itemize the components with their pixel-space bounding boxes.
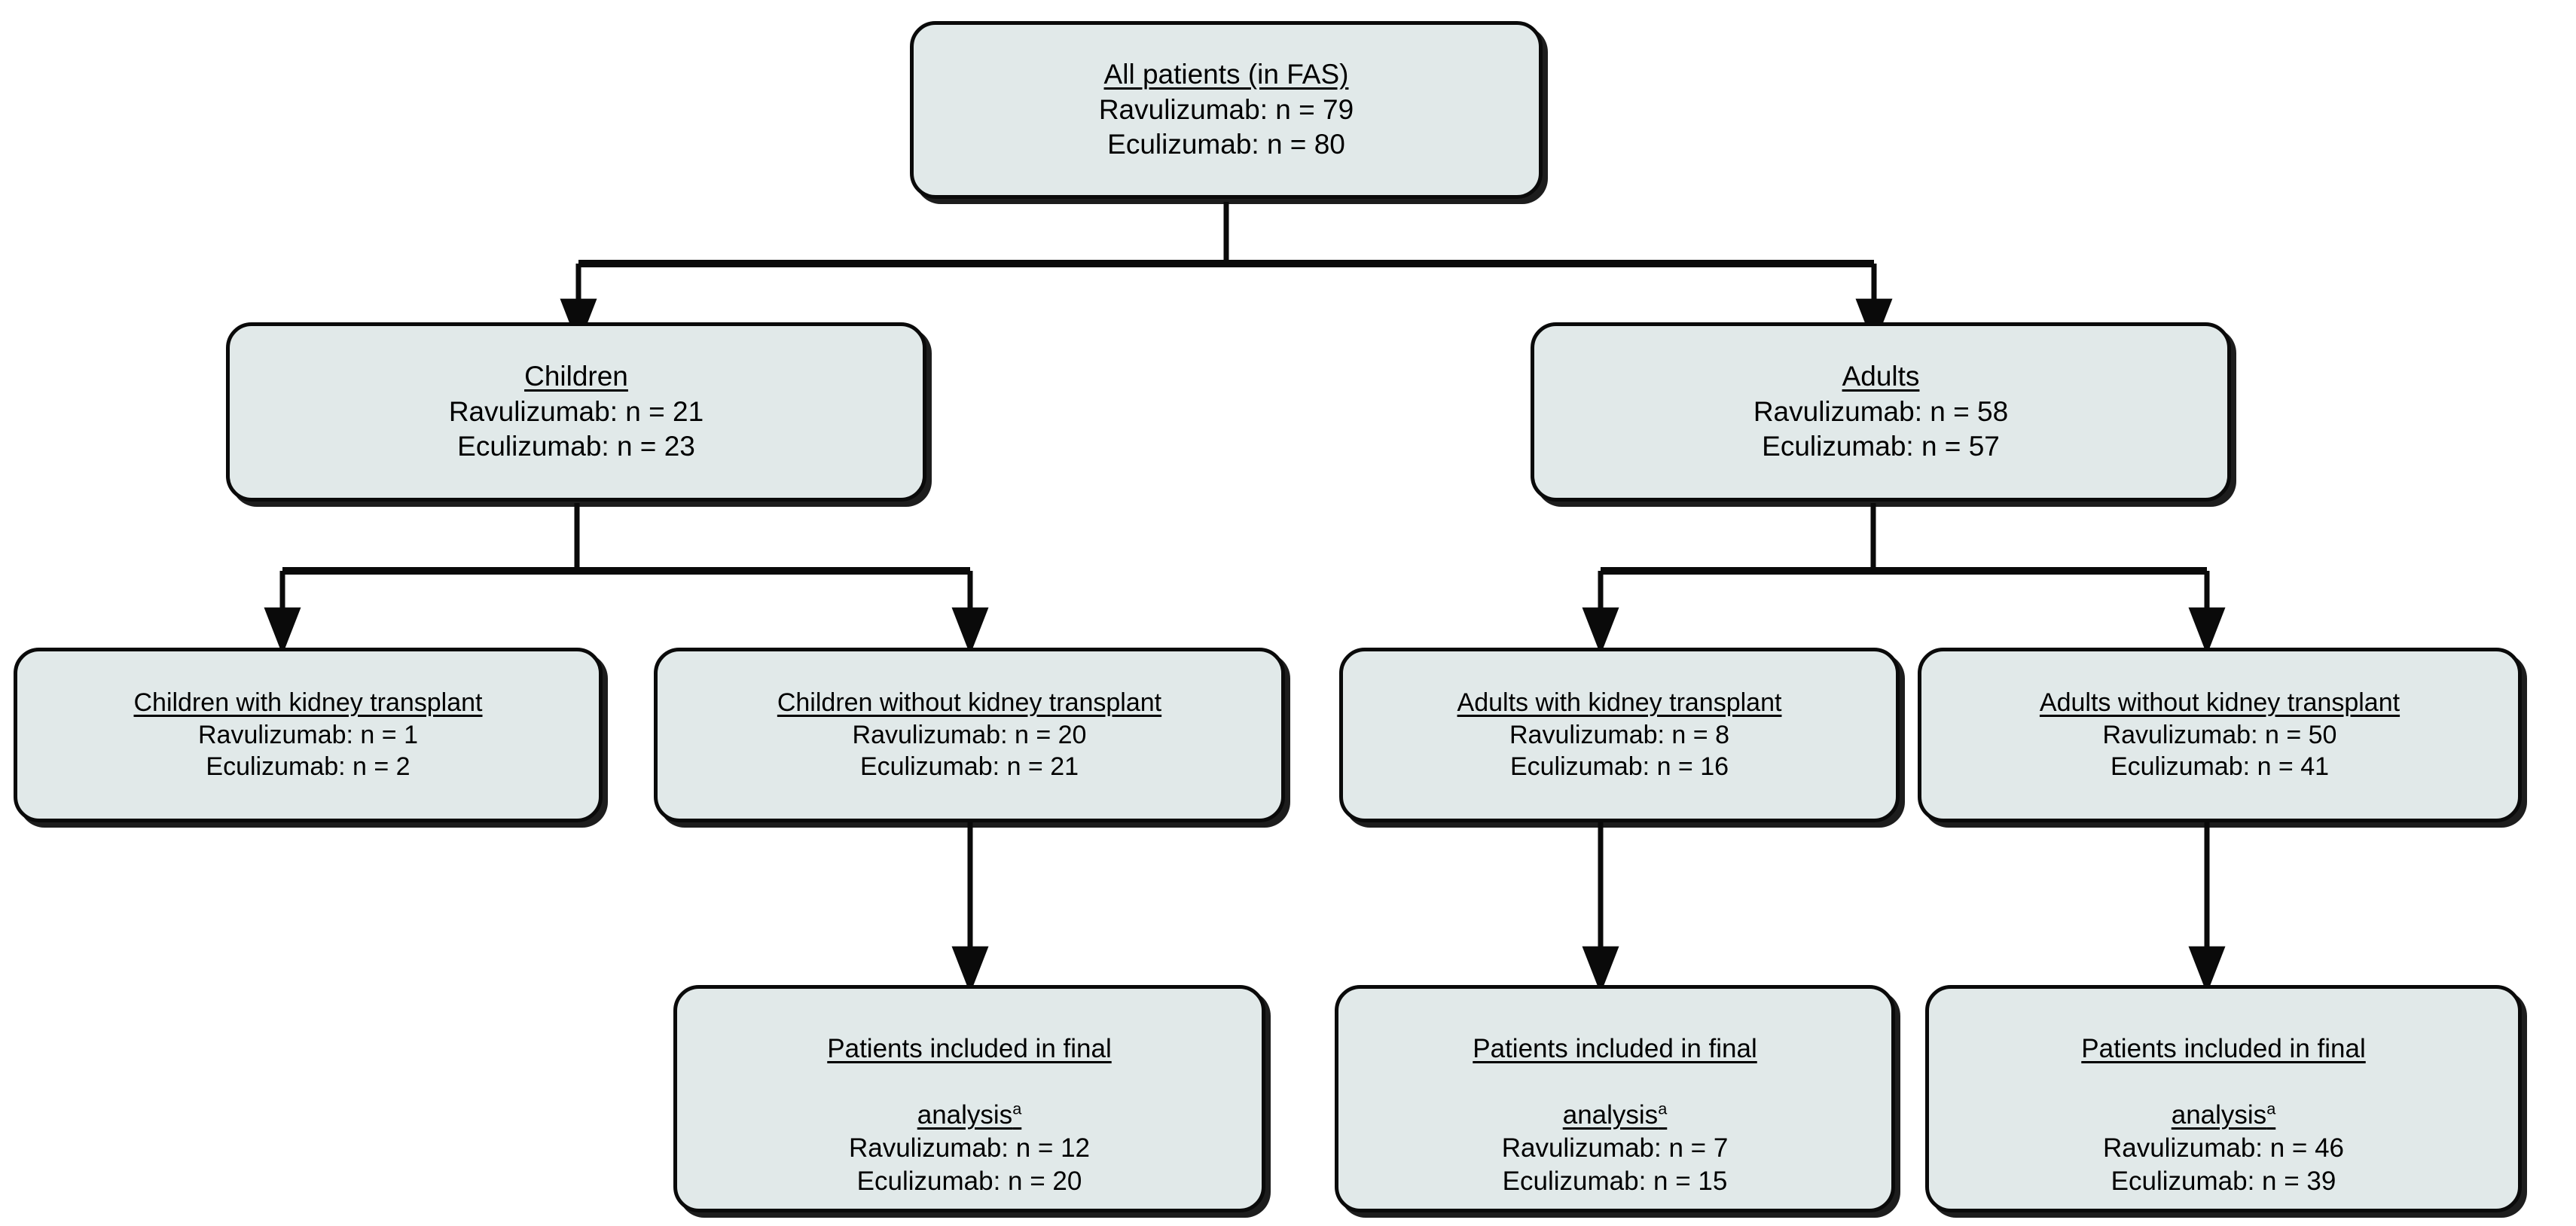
- edge-children-to-level2: [264, 503, 989, 655]
- node-adults-with-kidney-transplant-eculizumab: Eculizumab: n = 16: [1509, 752, 1729, 782]
- node-final-analysis-adults-with-transplant[interactable]: Patients included in final analysisa Rav…: [1335, 985, 1895, 1212]
- node-final-analysis-adults-with-transplant-ravulizumab: Ravulizumab: n = 7: [1501, 1133, 1729, 1163]
- node-children-without-kidney-transplant-eculizumab: Eculizumab: n = 21: [859, 752, 1079, 782]
- node-children-with-kidney-transplant-ravulizumab: Ravulizumab: n = 1: [198, 720, 418, 749]
- final-title-line2: analysis: [2171, 1100, 2267, 1130]
- node-children-ravulizumab: Ravulizumab: n = 21: [448, 395, 704, 427]
- node-children-without-kidney-transplant[interactable]: Children without kidney transplant Ravul…: [654, 648, 1285, 822]
- node-final-analysis-adults-with-transplant-eculizumab: Eculizumab: n = 15: [1502, 1167, 1728, 1197]
- node-adults-without-kidney-transplant-eculizumab: Eculizumab: n = 41: [2110, 752, 2330, 782]
- node-adults-eculizumab: Eculizumab: n = 57: [1762, 431, 2000, 462]
- final-title-line1: Patients included in final: [1473, 1033, 1757, 1063]
- node-adults-with-kidney-transplant-ravulizumab: Ravulizumab: n = 8: [1509, 720, 1729, 749]
- node-final-analysis-adults-with-transplant-title: Patients included in final analysisa: [1473, 999, 1757, 1132]
- node-children-with-kidney-transplant-eculizumab: Eculizumab: n = 2: [206, 752, 411, 782]
- edge-all-patients-to-level1: [560, 202, 1893, 346]
- footnote-marker-a: a: [1012, 1099, 1022, 1118]
- node-all-patients-ravulizumab: Ravulizumab: n = 79: [1098, 93, 1354, 125]
- node-adults[interactable]: Adults Ravulizumab: n = 58 Eculizumab: n…: [1531, 322, 2231, 502]
- node-all-patients-eculizumab: Eculizumab: n = 80: [1107, 129, 1345, 160]
- node-adults-without-kidney-transplant-ravulizumab: Ravulizumab: n = 50: [2102, 720, 2337, 749]
- node-all-patients-title: All patients (in FAS): [1103, 59, 1349, 90]
- node-children-without-kidney-transplant-ravulizumab: Ravulizumab: n = 20: [852, 720, 1087, 749]
- node-adults-with-kidney-transplant-title: Adults with kidney transplant: [1457, 688, 1782, 717]
- node-children-title: Children: [524, 361, 628, 392]
- node-final-analysis-adults-without-transplant-eculizumab: Eculizumab: n = 39: [2111, 1167, 2336, 1197]
- final-title-line1: Patients included in final: [2081, 1033, 2366, 1063]
- node-final-analysis-children-without-transplant[interactable]: Patients included in final analysisa Rav…: [673, 985, 1265, 1212]
- node-all-patients[interactable]: All patients (in FAS) Ravulizumab: n = 7…: [910, 21, 1543, 199]
- edge-adults-to-level2: [1582, 503, 2226, 655]
- footnote-marker-a: a: [2266, 1099, 2276, 1118]
- node-adults-without-kidney-transplant[interactable]: Adults without kidney transplant Ravuliz…: [1918, 648, 2522, 822]
- node-children-eculizumab: Eculizumab: n = 23: [457, 431, 695, 462]
- final-title-line2: analysis: [1562, 1100, 1659, 1130]
- node-final-analysis-adults-without-transplant-ravulizumab: Ravulizumab: n = 46: [2102, 1133, 2345, 1163]
- node-children-with-kidney-transplant[interactable]: Children with kidney transplant Ravulizu…: [14, 648, 603, 822]
- node-children-with-kidney-transplant-title: Children with kidney transplant: [133, 688, 483, 717]
- node-adults-with-kidney-transplant[interactable]: Adults with kidney transplant Ravulizuma…: [1339, 648, 1900, 822]
- final-title-line1: Patients included in final: [827, 1033, 1112, 1063]
- node-children-without-kidney-transplant-title: Children without kidney transplant: [777, 688, 1162, 717]
- node-final-analysis-adults-without-transplant[interactable]: Patients included in final analysisa Rav…: [1925, 985, 2522, 1212]
- node-final-analysis-adults-without-transplant-title: Patients included in final analysisa: [2081, 999, 2365, 1132]
- node-children[interactable]: Children Ravulizumab: n = 21 Eculizumab:…: [226, 322, 926, 502]
- node-final-analysis-children-without-transplant-eculizumab: Eculizumab: n = 20: [856, 1167, 1082, 1197]
- node-final-analysis-children-without-transplant-ravulizumab: Ravulizumab: n = 12: [848, 1133, 1091, 1163]
- final-title-line2: analysis: [917, 1100, 1013, 1130]
- node-adults-ravulizumab: Ravulizumab: n = 58: [1753, 395, 2009, 427]
- node-adults-title: Adults: [1842, 361, 1920, 392]
- node-final-analysis-children-without-transplant-title: Patients included in final analysisa: [827, 999, 1111, 1132]
- node-adults-without-kidney-transplant-title: Adults without kidney transplant: [2039, 688, 2401, 717]
- footnote-marker-a: a: [1658, 1099, 1668, 1118]
